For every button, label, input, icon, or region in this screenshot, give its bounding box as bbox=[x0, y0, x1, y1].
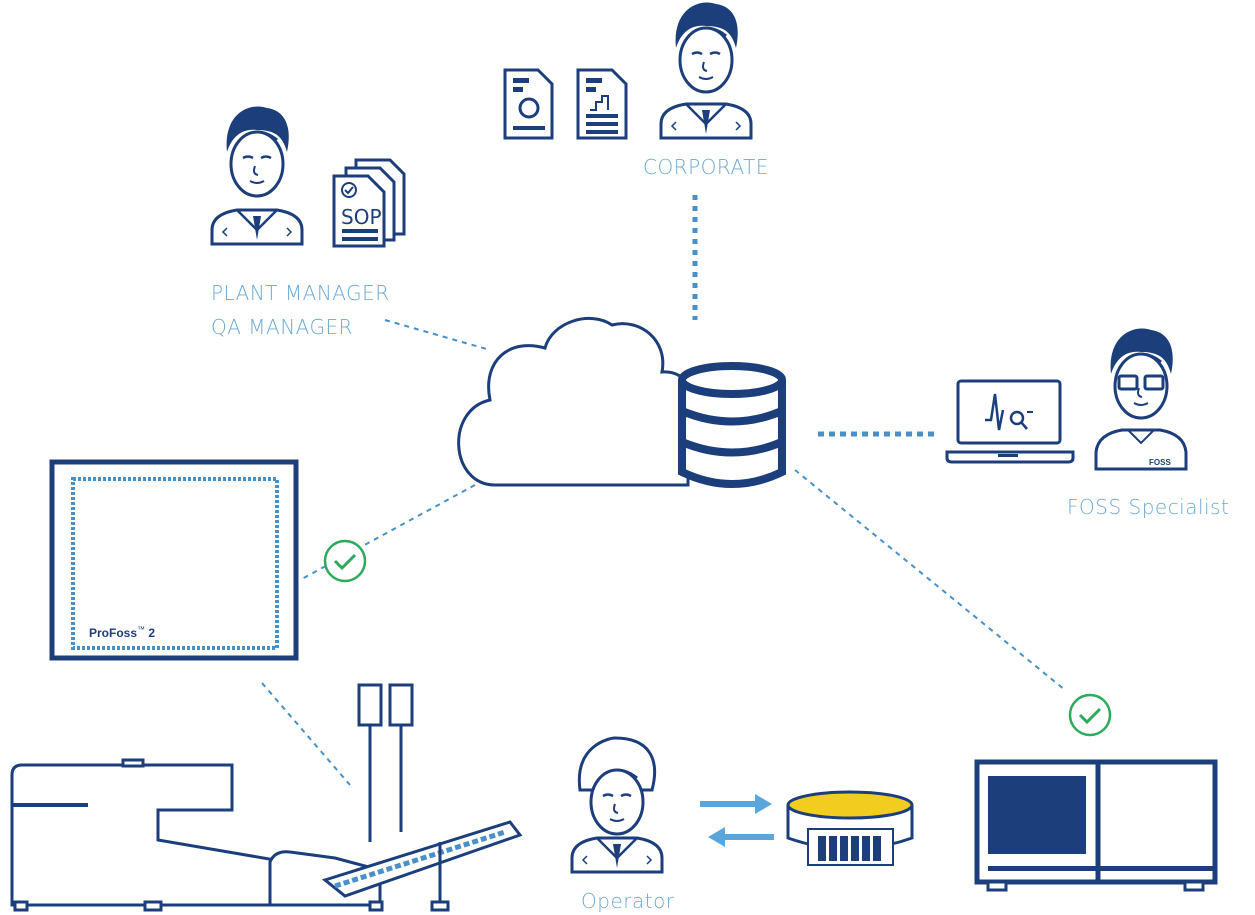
profoss-name: ProFoss bbox=[89, 626, 138, 640]
foss-badge: FOSS bbox=[1149, 458, 1171, 467]
check-icon bbox=[1068, 693, 1112, 737]
operator-label: Operator bbox=[581, 889, 675, 913]
connector-lines bbox=[261, 195, 1066, 786]
sop-label: SOP bbox=[341, 205, 382, 229]
foss-specialist-person-icon: FOSS bbox=[1094, 328, 1188, 471]
profoss-window bbox=[49, 459, 299, 661]
foss-specialist-label: FOSS Specialist bbox=[1067, 495, 1230, 519]
plant-manager-label: PLANT MANAGER bbox=[211, 281, 390, 305]
operator-person-icon bbox=[570, 736, 664, 874]
corporate-person-icon bbox=[659, 2, 753, 140]
analyzer-icon bbox=[974, 759, 1218, 892]
profoss-label: ProFoss™ 2 bbox=[89, 625, 155, 640]
cloud-icon bbox=[457, 316, 695, 487]
chart-report-icon bbox=[576, 68, 628, 140]
sop-document-icon: SOP bbox=[332, 158, 406, 248]
report-icon bbox=[503, 68, 554, 140]
laptop-icon bbox=[945, 379, 1075, 464]
plant-manager-person-icon bbox=[210, 106, 304, 246]
profoss-version: 2 bbox=[145, 626, 156, 640]
inline-machine-icon bbox=[10, 683, 523, 912]
qa-manager-label: QA MANAGER bbox=[211, 315, 354, 339]
profoss-tm: ™ bbox=[137, 625, 146, 634]
inline-connector bbox=[261, 682, 351, 786]
check-icon bbox=[323, 539, 367, 583]
corporate-label: CORPORATE bbox=[643, 155, 769, 179]
analyzer-connector bbox=[794, 469, 1066, 691]
sample-cup-icon bbox=[786, 790, 914, 866]
database-icon bbox=[678, 362, 786, 488]
manager-connector bbox=[384, 319, 491, 351]
profoss-connector bbox=[299, 484, 476, 581]
exchange-arrows bbox=[700, 794, 774, 847]
